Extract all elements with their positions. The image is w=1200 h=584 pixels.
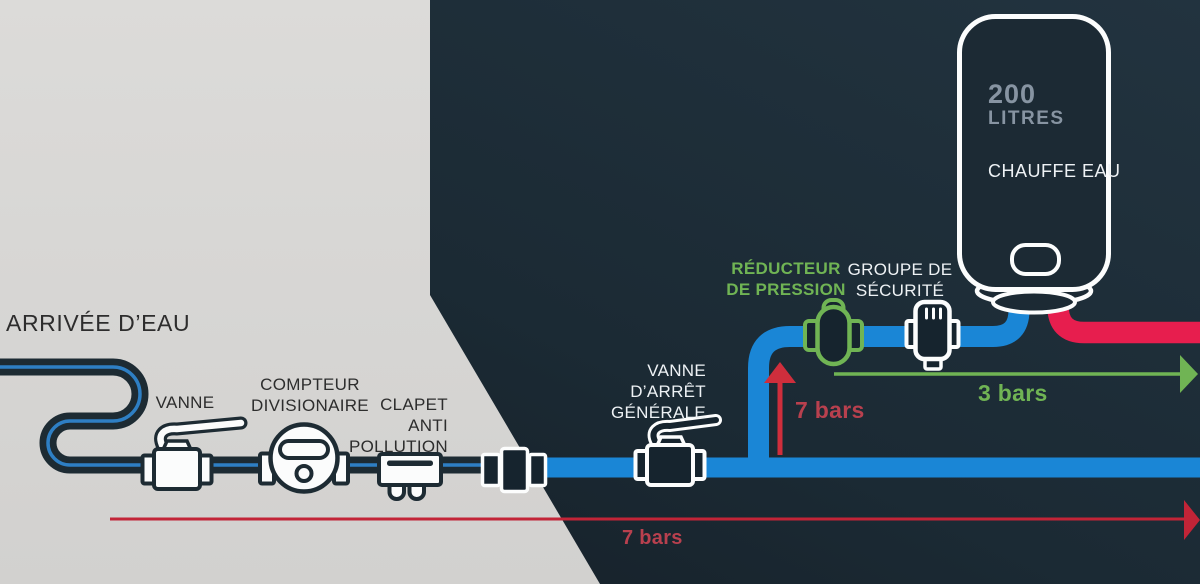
pipe-union-icon [480,446,548,494]
heater-text: 200 LITRES CHAUFFE EAU [988,80,1121,183]
main-stop-valve-label: VANNE D’ARRÊT GÉNÉRALE [611,361,706,422]
pressure-reducer-icon [803,298,864,367]
supply-valve-icon [140,416,248,491]
meter-label: COMPTEUR DIVISIONAIRE [251,375,369,415]
heater-capacity: 200 [988,79,1037,109]
check-valve-label: CLAPET ANTI POLLUTION [348,395,448,456]
main-pressure-arrow [110,500,1200,540]
safety-group-label: GROUPE DE SÉCURITÉ [847,260,953,300]
check-valve-icon [377,452,443,501]
cold-water-pipe-lower [543,457,1200,478]
water-inlet-label: ARRIVÉE D’EAU [6,310,191,336]
water-heater-tank [957,14,1111,315]
tank-drain-port [1010,243,1061,276]
water-meter-icon [258,422,350,494]
main-pressure-value: 7 bars [622,527,683,549]
safety-group-icon [904,299,961,371]
inlet-pressure-arrow [764,362,796,455]
pressure-reducer-label: RÉDUCTEUR DE PRESSION [726,259,846,299]
cold-water-pipe-riser [748,288,1030,470]
main-stop-valve-icon [633,414,722,487]
heater-name: CHAUFFE EAU [988,161,1121,181]
supply-valve-label: VANNE [155,393,215,412]
heater-capacity-unit: LITRES [988,108,1065,129]
reduced-pressure-arrow [834,355,1198,393]
reduced-pressure-value: 3 bars [978,380,1048,406]
water-supply-pipe [0,358,484,474]
inlet-pressure-value: 7 bars [795,397,865,423]
